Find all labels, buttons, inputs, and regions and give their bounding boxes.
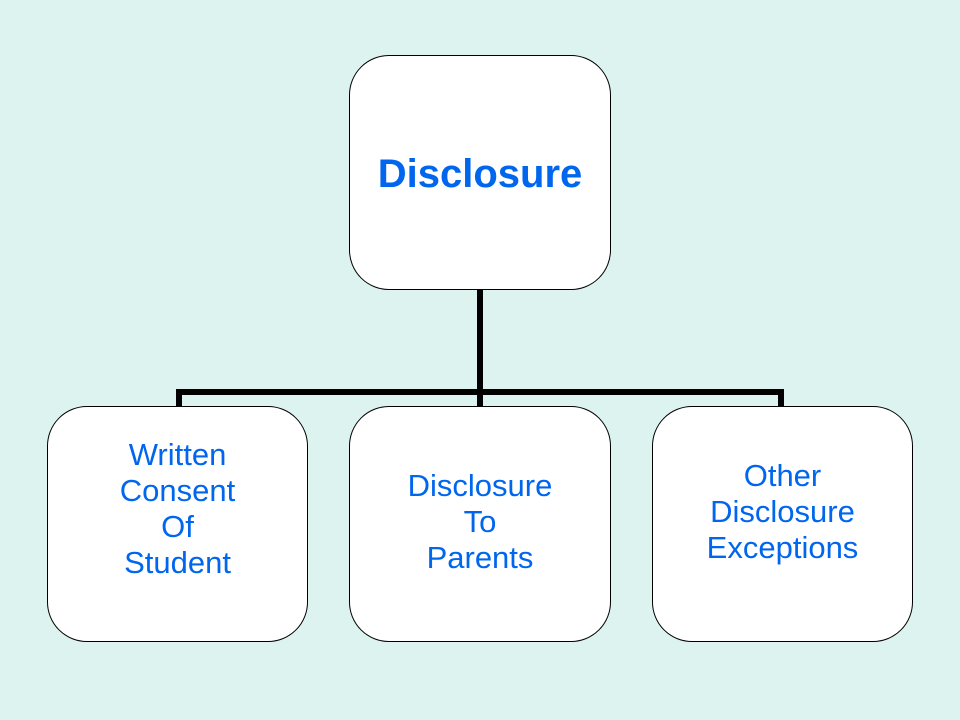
root-node-label: Disclosure (377, 151, 583, 196)
child-node-disclosure-to-parents: Disclosure To Parents (349, 406, 611, 642)
child-node-other-exceptions: Other Disclosure Exceptions (652, 406, 913, 642)
root-node-disclosure: Disclosure (349, 55, 611, 290)
child-node-label: Written Consent Of Student (119, 437, 236, 580)
child-node-label: Disclosure To Parents (407, 467, 553, 575)
child-node-written-consent: Written Consent Of Student (47, 406, 308, 642)
child-node-label: Other Disclosure Exceptions (706, 458, 859, 565)
